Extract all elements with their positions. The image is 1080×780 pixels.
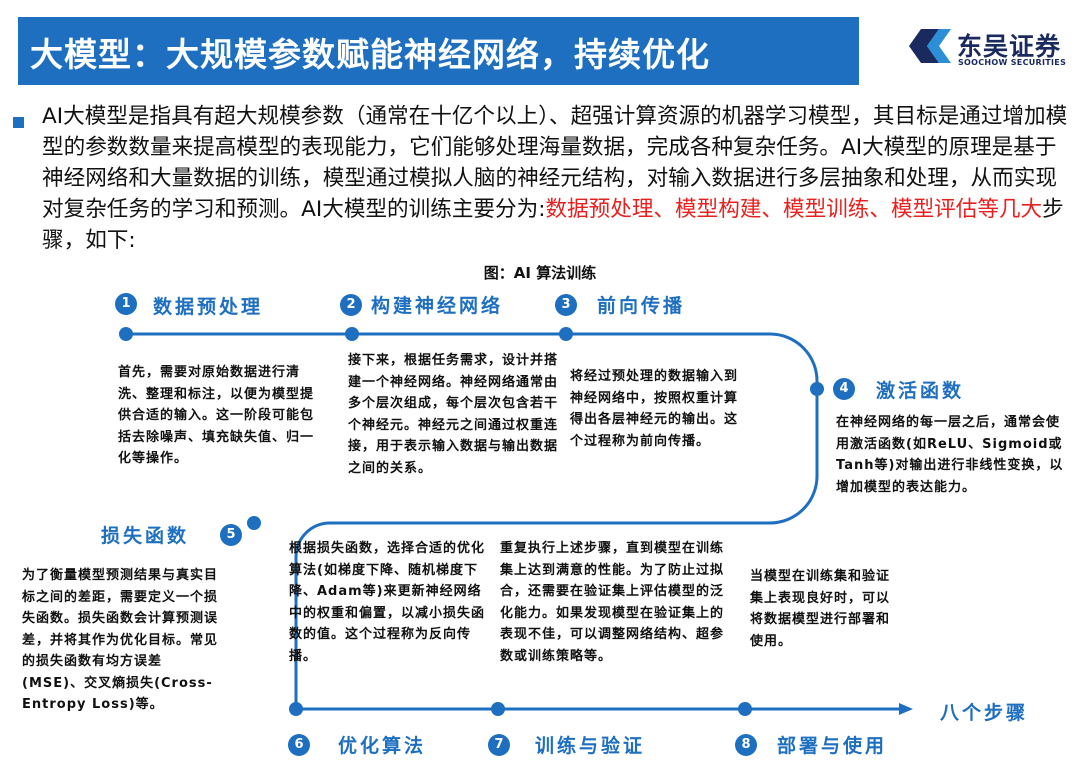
figure-title: 图：AI 算法训练 xyxy=(483,264,597,282)
step-6-description: 根据损失函数，选择合适的优化算法(如梯度下降、随机梯度下降、Adam等)来更新神… xyxy=(289,541,486,664)
step-6-number: 6 xyxy=(288,734,310,756)
step-8-description: 当模型在训练集和验证集上表现良好时，可以将数据模型进行部署和使用。 xyxy=(750,569,891,649)
step-7-number: 7 xyxy=(488,734,510,756)
logo-english-name: SOOCHOW SECURITIES xyxy=(958,58,1067,67)
step-1-description: 首先，需要对原始数据进行清洗、整理和标注，以便为模型提供合适的输入。这一阶段可能… xyxy=(118,365,315,466)
intro-text-1: AI大模型是指具有超大规模参数（通常在十亿个以上）、超强计算资源的机器学习模型，… xyxy=(42,104,1068,222)
intro-text-2: 步骤，如下: xyxy=(42,197,1064,253)
step-5-label: 损失函数 xyxy=(101,525,190,547)
step-4-label: 激活函数 xyxy=(876,380,965,402)
flow-arrowhead-icon xyxy=(899,703,913,715)
step-7-description: 重复执行上述步骤，直到模型在训练集上达到满意的性能。为了防止过拟合，还需要在验证… xyxy=(500,541,725,664)
title-bar xyxy=(18,17,859,85)
step-4-number: 4 xyxy=(833,378,855,400)
step-2-description: 接下来，根据任务需求，设计并搭建一个神经网络。神经网络通常由多个层次组成，每个层… xyxy=(348,353,559,476)
eight-steps-label: 八个步骤 xyxy=(940,702,1029,724)
step-8-number: 8 xyxy=(735,734,757,756)
step-8-label: 部署与使用 xyxy=(777,735,888,757)
step-3-label: 前向传播 xyxy=(597,295,686,317)
intro-highlight: 数据预处理、模型构建、模型训练、模型评估等几大 xyxy=(545,197,1043,222)
intro-paragraph: AI大模型是指具有超大规模参数（通常在十亿个以上）、超强计算资源的机器学习模型，… xyxy=(42,101,1078,256)
flow-dots xyxy=(119,327,824,716)
company-logo: 东吴证券 SOOCHOW SECURITIES xyxy=(905,25,1075,75)
step-5-description: 为了衡量模型预测结果与真实目标之间的差距，需要定义一个损失函数。损失函数会计算预… xyxy=(22,568,219,712)
step-2-number: 2 xyxy=(340,294,362,316)
logo-name: 东吴证券 xyxy=(957,32,1062,61)
step-2-label: 构建神经网络 xyxy=(371,295,504,317)
soochow-logo-icon xyxy=(909,29,951,63)
page-title: 大模型：大规模参数赋能神经网络，持续优化 xyxy=(30,35,710,74)
step-7-label: 训练与验证 xyxy=(535,735,646,757)
bullet-square-icon xyxy=(13,117,24,128)
step-4-description: 在神经网络的每一层之后，通常会使用激活函数(如ReLU、Sigmoid或Tanh… xyxy=(836,415,1064,495)
step-3-description: 将经过预处理的数据输入到神经网络中，按照权重计算得出各层神经元的输出。这个过程称… xyxy=(570,369,739,449)
step-5-number: 5 xyxy=(220,524,242,546)
step-6-label: 优化算法 xyxy=(338,735,427,757)
step-1-number: 1 xyxy=(115,293,137,315)
step-3-number: 3 xyxy=(555,294,577,316)
step-1-label: 数据预处理 xyxy=(153,296,264,318)
